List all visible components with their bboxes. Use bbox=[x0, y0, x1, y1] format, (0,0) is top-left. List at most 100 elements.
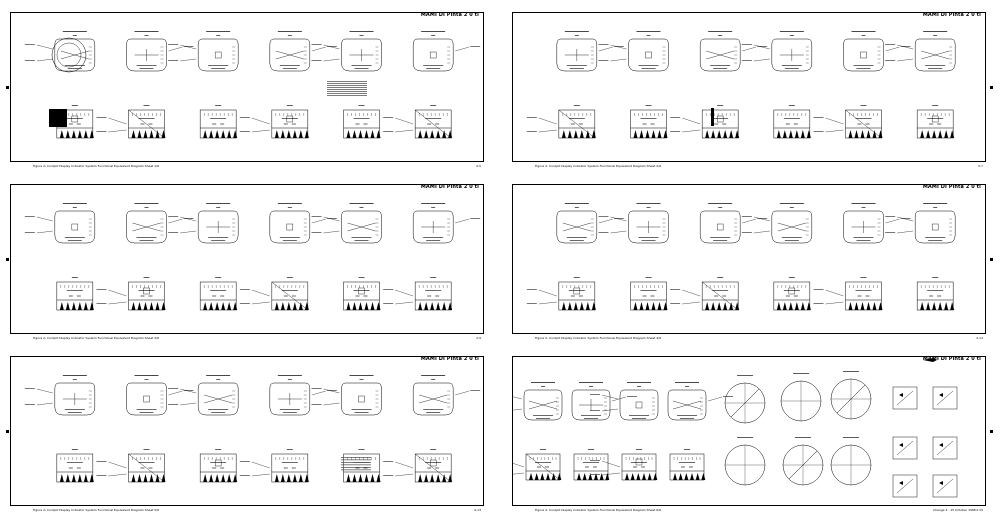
sheet-drawing bbox=[24, 31, 481, 139]
leader-line bbox=[825, 117, 844, 125]
readout-stroke bbox=[210, 118, 227, 119]
gauge-title-stroke bbox=[737, 375, 753, 376]
page-number: 2-15 bbox=[976, 508, 983, 512]
sheet-drawing bbox=[24, 375, 481, 483]
terrain-shape bbox=[705, 302, 710, 310]
terrain-shape bbox=[605, 473, 610, 480]
terrain-shape bbox=[143, 130, 148, 138]
gauge-title-stroke bbox=[843, 371, 859, 372]
display-code-stroke bbox=[359, 35, 364, 36]
terrain-shape bbox=[430, 130, 435, 138]
leader-line bbox=[562, 222, 591, 232]
terrain-shape bbox=[77, 130, 82, 138]
display-code-stroke bbox=[860, 277, 867, 278]
display-code-stroke bbox=[358, 449, 365, 450]
terrain-shape bbox=[573, 130, 578, 138]
label-stroke bbox=[311, 60, 322, 61]
leader-line bbox=[885, 46, 900, 52]
terrain-shape bbox=[647, 473, 652, 480]
terrain-shape bbox=[436, 130, 441, 138]
leader-line bbox=[742, 46, 757, 52]
terrain-shape bbox=[782, 130, 787, 138]
terrain-shape bbox=[137, 130, 142, 138]
label-stroke bbox=[24, 232, 35, 233]
display-code-stroke bbox=[215, 449, 222, 450]
readout-stroke bbox=[855, 290, 872, 291]
symbol-box bbox=[716, 223, 724, 231]
label-stroke bbox=[183, 218, 194, 219]
page-number: 2-11 bbox=[976, 336, 983, 340]
terrain-shape bbox=[567, 302, 572, 310]
display-code-stroke bbox=[637, 386, 641, 387]
readout-stroke bbox=[536, 418, 550, 419]
readout-stroke bbox=[281, 118, 298, 119]
terrain-shape bbox=[944, 130, 949, 138]
label-stroke bbox=[757, 218, 768, 219]
terrain-shape bbox=[215, 130, 220, 138]
note-text-stroke bbox=[327, 87, 367, 88]
figure-caption: Figure 2- Cockpit Display Indicator Syst… bbox=[535, 164, 662, 168]
leader-line bbox=[513, 472, 525, 475]
label-stroke bbox=[24, 388, 35, 389]
sheet-header: MAMI DI Pinta 2 0 ti bbox=[420, 356, 479, 362]
terrain-shape bbox=[364, 302, 369, 310]
symbol-box bbox=[358, 395, 365, 403]
label-stroke bbox=[741, 60, 752, 61]
terrain-shape bbox=[735, 130, 740, 138]
leader-line bbox=[682, 301, 701, 305]
terrain-shape bbox=[292, 302, 297, 310]
label-stroke bbox=[813, 131, 824, 132]
readout-stroke bbox=[533, 415, 553, 416]
symbol-box bbox=[214, 459, 222, 467]
terrain-shape bbox=[573, 302, 578, 310]
label-stroke bbox=[590, 394, 600, 395]
terrain-shape bbox=[663, 130, 668, 138]
terrain-shape bbox=[878, 130, 883, 138]
display-code-stroke bbox=[143, 277, 150, 278]
label-stroke bbox=[96, 461, 107, 462]
terrain-shape bbox=[657, 130, 662, 138]
terrain-shape bbox=[209, 130, 214, 138]
readout-stroke bbox=[351, 237, 372, 238]
terrain-shape bbox=[71, 474, 76, 482]
leader-line bbox=[395, 289, 414, 297]
registration-mark bbox=[6, 258, 9, 261]
leader-line bbox=[525, 453, 561, 481]
terrain-shape bbox=[582, 473, 587, 480]
display-code-stroke bbox=[216, 35, 221, 36]
display-title-stroke bbox=[421, 375, 446, 376]
terrain-shape bbox=[221, 474, 226, 482]
leader-line bbox=[395, 473, 414, 477]
terrain-shape bbox=[651, 302, 656, 310]
readout-stroke bbox=[632, 418, 646, 419]
readout-stroke bbox=[281, 290, 298, 291]
readout-stroke bbox=[568, 118, 585, 119]
label-stroke bbox=[885, 60, 896, 61]
display-code-stroke bbox=[431, 35, 436, 36]
terrain-shape bbox=[599, 473, 604, 480]
display-code-stroke bbox=[574, 35, 579, 36]
leader-line bbox=[36, 402, 53, 406]
display-frame bbox=[126, 38, 167, 72]
display-code-stroke bbox=[286, 277, 293, 278]
readout-stroke bbox=[710, 237, 731, 238]
aircraft-silhouette bbox=[923, 358, 937, 362]
display-frame bbox=[341, 38, 382, 72]
display-code-stroke bbox=[718, 35, 723, 36]
display-frame bbox=[269, 382, 311, 416]
readout-stroke bbox=[423, 65, 444, 66]
symbol-box bbox=[143, 287, 150, 295]
label-stroke bbox=[311, 44, 322, 45]
label-stroke bbox=[383, 461, 394, 462]
readout-stroke bbox=[351, 65, 372, 66]
terrain-shape bbox=[577, 473, 581, 480]
leader-line bbox=[825, 301, 844, 305]
terrain-shape bbox=[639, 130, 644, 138]
readout-stroke bbox=[569, 240, 584, 241]
display-title-stroke bbox=[206, 375, 231, 376]
leader-line bbox=[513, 408, 523, 411]
terrain-shape bbox=[77, 302, 82, 310]
leader-line bbox=[601, 472, 621, 476]
label-stroke bbox=[723, 396, 733, 397]
label-stroke bbox=[613, 46, 624, 47]
